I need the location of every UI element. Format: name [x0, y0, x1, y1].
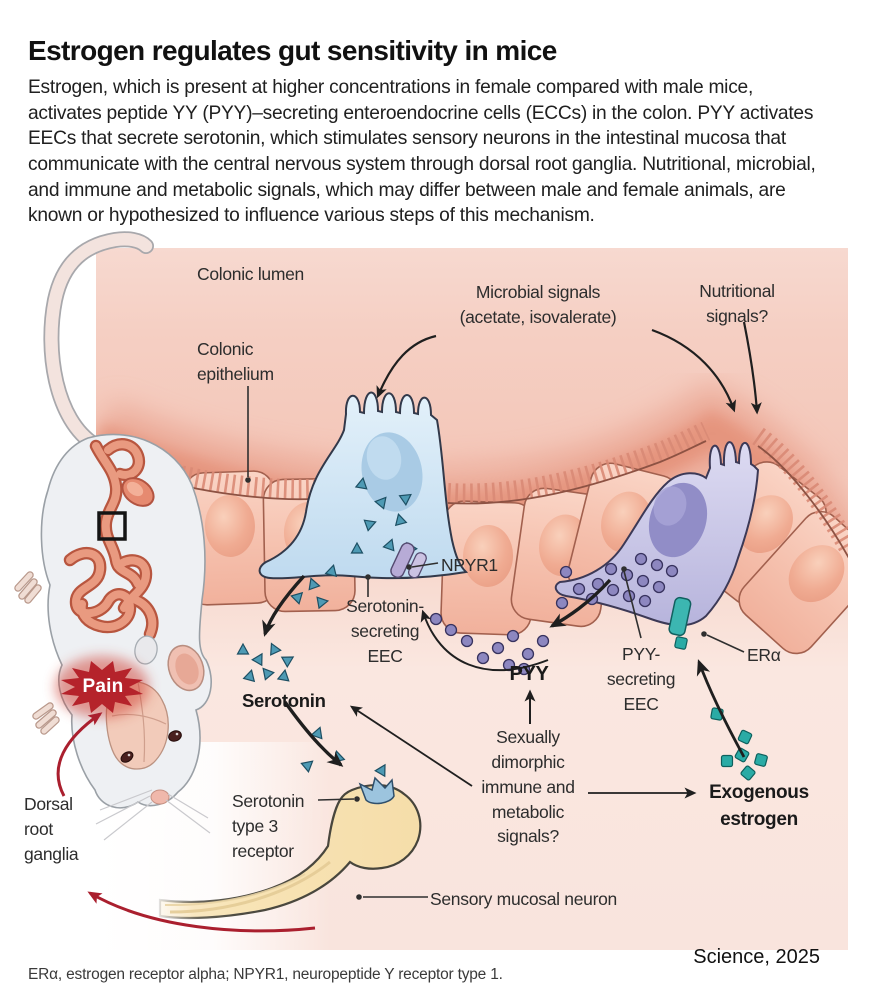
- pyy-release-trail: [429, 565, 586, 676]
- nutritional-signals-arrow: [742, 321, 762, 415]
- label-colonic-epithelium: Colonic epithelium: [197, 339, 274, 384]
- neuron-to-drg-arrow: [87, 891, 316, 933]
- mouse-intestines: [63, 438, 159, 641]
- label-dorsal-root-ganglia: Dorsal root ganglia: [24, 794, 79, 864]
- estrogen-to-er-alpha-arrow: [696, 659, 746, 758]
- microvilli-brush-border: [96, 421, 848, 555]
- flow-arrows: [262, 321, 762, 799]
- label-pyy: PYY: [509, 663, 549, 685]
- microbial-to-pyy-eec-arrow: [651, 328, 737, 413]
- label-sexually-dimorphic-signals: Sexually dimorphic immune and metabolic …: [481, 727, 575, 847]
- mouse-right-ear: [167, 644, 205, 692]
- label-pyy-secreting-eec: PYY- secreting EEC: [606, 644, 676, 714]
- label-serotonin-type3-receptor: Serotonin type 3 receptor: [232, 791, 305, 861]
- serotonin-release-arrow: [262, 574, 306, 637]
- mouse-tail: [43, 231, 154, 453]
- estrogen-trail: [710, 707, 769, 782]
- label-pain: Pain: [82, 676, 124, 697]
- label-sensory-mucosal-neuron: Sensory mucosal neuron: [430, 889, 617, 909]
- abbreviation-footnote: ERα, estrogen receptor alpha; NPYR1, neu…: [28, 966, 503, 983]
- serotonin-vesicles-in-cell: [350, 476, 418, 555]
- source-credit: Science, 2025: [693, 946, 820, 968]
- pyy-secreting-eec-cell: [554, 441, 760, 627]
- mouse-paws: [14, 571, 60, 735]
- label-er-alpha: ERα: [747, 645, 781, 665]
- pyy-release-arrow: [549, 578, 612, 628]
- colonic-epithelium: [96, 421, 848, 663]
- serotonin-type3-receptor-shape: [358, 776, 395, 805]
- label-serotonin-secreting-eec: Serotonin- secreting EEC: [346, 596, 424, 666]
- signals-to-serotonin-arrow: [349, 705, 473, 787]
- pyy-vesicles: [585, 552, 679, 608]
- colonic-lumen-glow: [96, 382, 848, 595]
- label-nutritional-signals: Nutritional signals?: [699, 281, 775, 326]
- label-exogenous-estrogen: Exogenous estrogen: [709, 782, 809, 830]
- mouse-face: [95, 730, 211, 841]
- serotonin-secreting-eec-cell: [258, 391, 469, 580]
- colon-zoom-box: [97, 511, 127, 541]
- page-title: Estrogen regulates gut sensitivity in mi…: [28, 34, 557, 66]
- mouse-body: [40, 433, 212, 809]
- label-microbial-signals: Microbial signals (acetate, isovalerate): [459, 282, 617, 327]
- label-colonic-lumen: Colonic lumen: [197, 264, 304, 284]
- npyr1-receptor: [390, 542, 427, 579]
- label-serotonin: Serotonin: [242, 690, 326, 711]
- microbial-to-serotonin-eec-arrow: [376, 334, 437, 399]
- drg-to-brain-arrow: [56, 712, 103, 797]
- intro-paragraph: Estrogen, which is present at higher con…: [28, 77, 816, 227]
- mouse-left-ear: [134, 635, 158, 665]
- mouse-illustration: [14, 231, 212, 841]
- label-npyr1: NPYR1: [441, 555, 498, 575]
